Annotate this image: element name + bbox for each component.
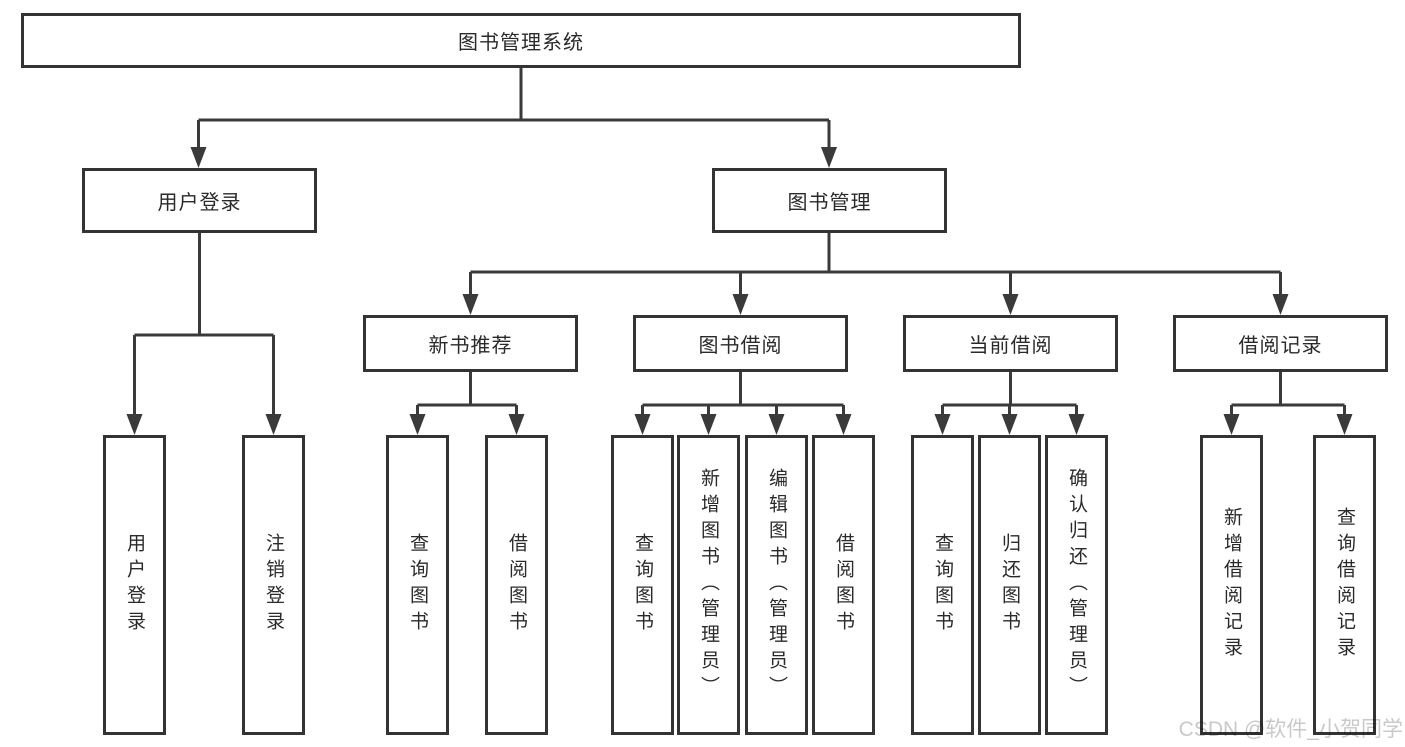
node-book-management: 图书管理 bbox=[712, 168, 947, 233]
node-label: 归还图书 bbox=[999, 533, 1020, 637]
node-label: 查询图书 bbox=[407, 533, 428, 637]
node-label: 借阅图书 bbox=[833, 533, 854, 637]
leaf-query-borrow-record: 查询借阅记录 bbox=[1313, 435, 1376, 735]
node-label: 编辑图书（管理员） bbox=[766, 468, 787, 702]
node-label: 新书推荐 bbox=[428, 335, 513, 357]
node-label: 查询借阅记录 bbox=[1334, 507, 1355, 663]
node-label: 用户登录 bbox=[124, 533, 145, 637]
node-label: 当前借阅 bbox=[968, 335, 1053, 357]
node-label: 注销登录 bbox=[263, 533, 284, 637]
leaf-add-book-admin: 新增图书（管理员） bbox=[677, 435, 740, 735]
csdn-watermark: CSDN @软件_小贺同学 bbox=[1178, 718, 1403, 741]
node-label: 新增借阅记录 bbox=[1221, 507, 1242, 663]
leaf-query-books-current: 查询图书 bbox=[911, 435, 974, 735]
node-library-management-system: 图书管理系统 bbox=[21, 13, 1021, 68]
leaf-user-login: 用户登录 bbox=[103, 435, 166, 735]
node-label: 借阅记录 bbox=[1238, 335, 1323, 357]
node-label: 查询图书 bbox=[932, 533, 953, 637]
node-label: 确认归还（管理员） bbox=[1066, 468, 1087, 702]
leaf-borrow-books-recommend: 借阅图书 bbox=[485, 435, 548, 735]
node-borrow-records: 借阅记录 bbox=[1173, 315, 1388, 372]
leaf-confirm-return-admin: 确认归还（管理员） bbox=[1045, 435, 1108, 735]
leaf-add-borrow-record: 新增借阅记录 bbox=[1200, 435, 1263, 735]
node-user-login: 用户登录 bbox=[82, 168, 317, 233]
node-label: 查询图书 bbox=[632, 533, 653, 637]
leaf-borrow-books: 借阅图书 bbox=[812, 435, 875, 735]
leaf-query-books-recommend: 查询图书 bbox=[386, 435, 449, 735]
node-current-borrow: 当前借阅 bbox=[903, 315, 1118, 372]
node-label: 图书管理系统 bbox=[458, 32, 584, 54]
node-label: 用户登录 bbox=[157, 192, 242, 214]
leaf-logout-login: 注销登录 bbox=[242, 435, 305, 735]
leaf-edit-book-admin: 编辑图书（管理员） bbox=[745, 435, 808, 735]
node-book-borrow: 图书借阅 bbox=[633, 315, 848, 372]
leaf-query-books-borrow: 查询图书 bbox=[611, 435, 674, 735]
node-label: 图书管理 bbox=[787, 192, 872, 214]
node-label: 借阅图书 bbox=[506, 533, 527, 637]
node-label: 新增图书（管理员） bbox=[698, 468, 719, 702]
node-new-book-recommend: 新书推荐 bbox=[363, 315, 578, 372]
node-label: 图书借阅 bbox=[698, 335, 783, 357]
leaf-return-books: 归还图书 bbox=[978, 435, 1041, 735]
